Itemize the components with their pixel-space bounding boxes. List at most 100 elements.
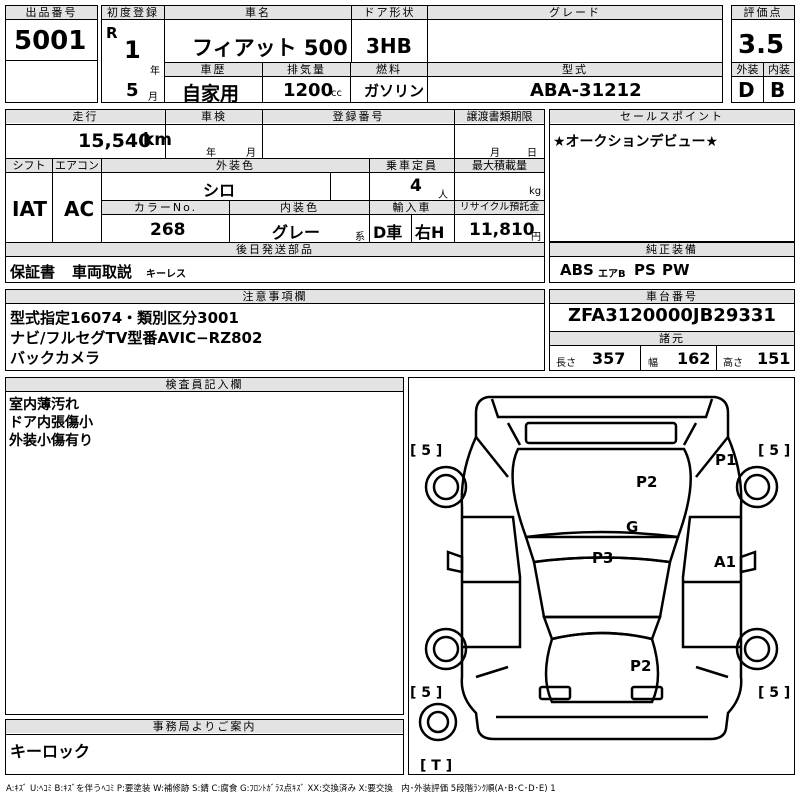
score-label: 評価点 bbox=[732, 6, 794, 19]
damage-mark: G bbox=[626, 518, 638, 536]
inspector-line-3: 外装小傷有り bbox=[9, 433, 93, 449]
fuel-value: ガソリン bbox=[364, 82, 425, 100]
specs-length-value: 357 bbox=[592, 349, 626, 368]
first-reg-era: R bbox=[106, 24, 118, 42]
score-int-value: B bbox=[770, 78, 786, 102]
wheel-rear-left bbox=[424, 627, 468, 671]
color-no-label: カラーNo. bbox=[102, 201, 229, 214]
score-ext-value: D bbox=[738, 78, 755, 102]
inspector-line-1: 室内薄汚れ bbox=[9, 397, 79, 413]
registration-label: 登録番号 bbox=[263, 110, 454, 123]
office-text: キーロック bbox=[10, 742, 91, 761]
damage-mark: A1 bbox=[714, 553, 736, 571]
wheel-front-left bbox=[424, 465, 468, 509]
car-name-label: 車名 bbox=[165, 6, 351, 19]
shift-value: IAT bbox=[12, 197, 48, 221]
notes-label: 注意事項欄 bbox=[6, 290, 544, 303]
specs-label: 諸元 bbox=[550, 332, 794, 345]
first-reg-year-unit: 年 bbox=[150, 66, 160, 77]
wheel-spare bbox=[418, 702, 458, 742]
sales-point-box bbox=[549, 109, 795, 242]
int-color-suffix: 系 bbox=[355, 232, 365, 243]
sales-point-text: ★オークションデビュー★ bbox=[553, 134, 719, 150]
genuine-equip-item-2: エアB bbox=[598, 269, 626, 280]
header-main-box bbox=[101, 5, 723, 103]
first-reg-month: 5 bbox=[126, 80, 139, 101]
tire-rear-right: [ 5 ] bbox=[758, 685, 790, 701]
inspector-box bbox=[5, 377, 404, 715]
int-color-value: グレー bbox=[272, 223, 321, 242]
notes-line-2: ナビ/フルセグTV型番AVIC−RZ802 bbox=[10, 329, 263, 347]
specs-width-label: 幅 bbox=[648, 358, 658, 369]
inspector-line-2: ドア内張傷小 bbox=[9, 415, 93, 431]
inspection-label: 車検 bbox=[166, 110, 262, 123]
transfer-month-unit: 月 bbox=[490, 148, 500, 159]
tire-rear-left: [ 5 ] bbox=[410, 685, 442, 701]
genuine-equip-label: 純正装備 bbox=[550, 243, 794, 256]
notes-box bbox=[5, 289, 545, 371]
specs-length-label: 長さ bbox=[556, 358, 576, 369]
genuine-equip-box bbox=[549, 242, 795, 283]
recycle-label: リサイクル預託金 bbox=[455, 201, 544, 214]
score-value: 3.5 bbox=[738, 30, 785, 60]
score-int-label: 内装 bbox=[764, 63, 794, 76]
transfer-deadline-label: 譲渡書類期限 bbox=[455, 110, 544, 123]
model-code-label: 型式 bbox=[428, 63, 722, 76]
car-diagram: [ 5 ] [ 5 ] [ 5 ] [ 5 ] [ T ] P1 P2 G P3… bbox=[410, 395, 790, 774]
fuel-label: 燃料 bbox=[351, 63, 427, 76]
import-value-2: 右H bbox=[415, 223, 445, 242]
mileage-label: 走行 bbox=[6, 110, 165, 123]
inspection-year-unit: 年 bbox=[206, 148, 216, 159]
capacity-label: 乗車定員 bbox=[370, 159, 454, 172]
history-label: 車歴 bbox=[165, 63, 262, 76]
ac-label: エアコン bbox=[53, 159, 101, 172]
wheel-rear-right bbox=[735, 627, 779, 671]
displacement-unit: cc bbox=[331, 88, 342, 99]
ext-color-value: シロ bbox=[203, 181, 236, 200]
capacity-value: 4 bbox=[410, 176, 422, 196]
office-label: 事務局よりご案内 bbox=[6, 720, 403, 733]
damage-mark: P3 bbox=[592, 549, 613, 567]
specs-width-value: 162 bbox=[677, 349, 711, 368]
later-parts-item-3: キーレス bbox=[146, 269, 186, 280]
tire-spare: [ T ] bbox=[420, 758, 452, 774]
lot-box bbox=[5, 5, 98, 103]
lot-number: 5001 bbox=[14, 26, 87, 56]
damage-mark: P2 bbox=[630, 657, 651, 675]
tire-front-left: [ 5 ] bbox=[410, 443, 442, 459]
grade-label: グレード bbox=[428, 6, 722, 19]
max-load-unit: kg bbox=[529, 186, 542, 197]
recycle-unit: 円 bbox=[531, 232, 541, 243]
inspector-label: 検査員記入欄 bbox=[6, 378, 403, 391]
diagram-box bbox=[408, 377, 795, 775]
inspection-month-unit: 月 bbox=[246, 148, 256, 159]
first-reg-label: 初度登録 bbox=[102, 6, 164, 19]
import-value-1: D車 bbox=[373, 223, 403, 242]
damage-mark: P1 bbox=[715, 451, 736, 469]
legend: A:ｷｽﾞ U:ﾍｺﾐ B:ｷｽﾞを伴うﾍｺﾐ P:要塗装 W:補修跡 S:錆 … bbox=[6, 784, 556, 794]
displacement-label: 排気量 bbox=[263, 63, 350, 76]
damage-mark: P2 bbox=[636, 473, 657, 491]
sales-point-label: セールスポイント bbox=[550, 110, 794, 123]
ext-color-label: 外装色 bbox=[102, 159, 369, 172]
genuine-equip-item-4: PW bbox=[662, 261, 690, 279]
chassis-box bbox=[549, 289, 795, 371]
specs-height-label: 高さ bbox=[723, 358, 743, 369]
history-value: 自家用 bbox=[182, 83, 240, 105]
first-reg-year: 1 bbox=[124, 36, 141, 64]
transfer-day-unit: 日 bbox=[527, 148, 537, 159]
later-parts-label: 後日発送部品 bbox=[6, 243, 544, 256]
recycle-value: 11,810 bbox=[469, 220, 535, 240]
genuine-equip-item-3: PS bbox=[634, 261, 656, 279]
wheel-front-right bbox=[735, 465, 779, 509]
chassis-value: ZFA3120000JB29331 bbox=[568, 305, 776, 326]
score-ext-label: 外装 bbox=[732, 63, 763, 76]
chassis-label: 車台番号 bbox=[550, 290, 794, 303]
max-load-label: 最大積載量 bbox=[455, 159, 544, 172]
specs-height-value: 151 bbox=[757, 349, 791, 368]
capacity-unit: 人 bbox=[438, 190, 448, 201]
displacement-value: 1200 bbox=[283, 80, 334, 101]
notes-line-1: 型式指定16074・類別区分3001 bbox=[10, 309, 239, 327]
tire-front-right: [ 5 ] bbox=[758, 443, 790, 459]
spec-grid bbox=[5, 109, 545, 283]
